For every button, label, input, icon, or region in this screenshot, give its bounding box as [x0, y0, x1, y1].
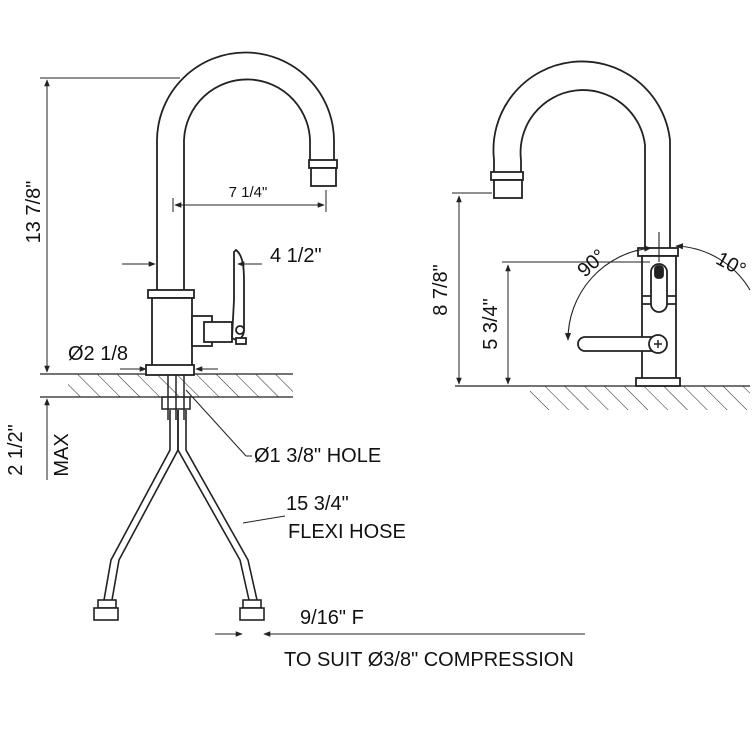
front-view: 8 7/8" 5 3/4" 90° 10° — [430, 60, 751, 410]
front-deck-hatching — [455, 385, 750, 410]
hole-size-label: Ø1 3/8" HOLE — [254, 445, 381, 467]
angle-back-label: 10° — [712, 248, 749, 282]
shank — [161, 375, 191, 420]
spout — [156, 51, 338, 292]
front-dimension-lines — [452, 192, 650, 385]
angle-open-label: 90° — [573, 245, 610, 282]
fitting-note-label: TO SUIT Ø3/8" COMPRESSION — [284, 649, 574, 671]
faucet-body — [145, 248, 247, 376]
dimension-lines — [40, 77, 585, 637]
flexi-hoses — [93, 410, 265, 621]
front-body — [577, 247, 681, 387]
hose-type-label: FLEXI HOSE — [288, 521, 406, 543]
front-spout — [490, 60, 671, 250]
deck-thickness-label: 2 1/2" — [5, 424, 27, 476]
handle-height-label: 5 3/4" — [480, 298, 502, 350]
side-view: 13 7/8" 7 1/4" 4 1/2" Ø2 1/8 Ø1 3/8" HOL… — [5, 51, 585, 671]
height-total-label: 13 7/8" — [23, 181, 45, 244]
spout-reach-label: 7 1/4" — [229, 184, 268, 201]
hose-length-label: 15 3/4" — [286, 493, 349, 515]
angle-arcs — [564, 232, 751, 341]
fitting-size-label: 9/16" F — [300, 607, 364, 629]
handle-offset-label: 4 1/2" — [270, 245, 322, 267]
deck-thickness-note: MAX — [51, 433, 73, 476]
deck-hatching — [40, 373, 293, 398]
base-diameter-label: Ø2 1/8 — [68, 343, 128, 365]
spout-height-label: 8 7/8" — [430, 264, 452, 316]
